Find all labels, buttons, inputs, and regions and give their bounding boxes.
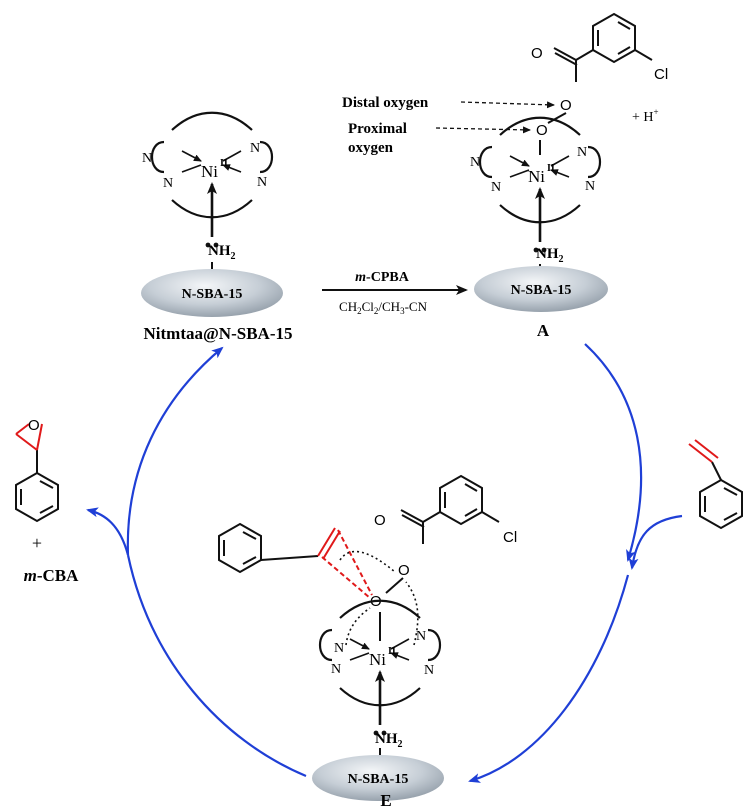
ligand-n-1: N	[142, 151, 152, 166]
intermediate-a-benzoyl	[553, 13, 653, 83]
distal-pointer	[460, 101, 555, 109]
ni-metal-e: Ni	[369, 650, 386, 669]
proximal-pointer	[435, 126, 531, 134]
support-ellipse-a	[474, 266, 608, 312]
styrene-in-transition	[218, 522, 396, 599]
solvent-part: Cl	[362, 299, 375, 314]
ligand-n-a1: N	[470, 155, 480, 170]
ni-oxidation-e: II	[388, 646, 396, 657]
ni-oxidation-a: II	[547, 163, 555, 174]
solvent-part: 2	[357, 306, 362, 316]
distal-oxygen-atom: O	[560, 97, 572, 114]
cycle-arrows	[86, 343, 683, 783]
ligand-n-e3: N	[416, 629, 426, 644]
carbonyl-oxygen-a: O	[531, 45, 543, 62]
amine-nh2-e: NH2	[375, 731, 403, 750]
support-ellipse-start	[141, 269, 283, 317]
cycle-arrow-regeneration	[126, 346, 224, 556]
intermediate-e-benzoyl	[400, 475, 500, 545]
solvent-part: 3	[400, 306, 405, 316]
ligand-n-4: N	[257, 175, 267, 190]
ligand-n-e1: N	[334, 641, 344, 656]
solvent-part: 2	[374, 306, 379, 316]
proton-label: + H+	[632, 107, 659, 125]
intermediate-e-label: E	[380, 791, 391, 809]
proximal-label-line2: oxygen	[348, 140, 394, 156]
ni-metal: Ni	[201, 162, 218, 181]
cycle-arrow-e-to-products	[126, 554, 307, 778]
ligand-n-a3: N	[577, 145, 587, 160]
styrene-oxide-molecule	[15, 423, 59, 523]
ligand-n-e4: N	[424, 663, 434, 678]
mcba-label: m-CBA	[24, 566, 80, 585]
cycle-arrow-to-e	[468, 574, 630, 783]
plus-sign: +	[32, 533, 42, 553]
cycle-arrow-a-to-e-outer	[584, 343, 643, 562]
carbonyl-oxygen-e: O	[374, 512, 386, 529]
ligand-n-3: N	[250, 141, 260, 156]
amine-nh2: NH2	[208, 243, 236, 262]
ligand-n-2: N	[163, 176, 173, 191]
peroxo-oxygen-e: O	[398, 562, 410, 579]
ligand-n-e2: N	[331, 662, 341, 677]
styrene-molecule	[688, 439, 743, 530]
ligand-n-a2: N	[491, 180, 501, 195]
product-release-arrow	[86, 507, 130, 556]
ligand-n-a4: N	[585, 179, 595, 194]
ni-oxidation-state: II	[220, 158, 228, 169]
chloro-a: Cl	[654, 66, 668, 83]
ni-metal-a: Ni	[528, 167, 545, 186]
solvent-part: CH	[339, 299, 357, 314]
proximal-oxygen-atom: O	[536, 122, 548, 139]
support-label-a: N-SBA-15	[511, 283, 572, 298]
catalyst-name: Nitmtaa@N-SBA-15	[144, 324, 293, 343]
starting-catalyst-labels: Ni II N N N N NH2	[142, 141, 267, 270]
proximal-label-line1: Proximal	[348, 121, 407, 137]
solvent-label: CH2Cl2/CH3-CN	[339, 299, 428, 316]
intermediate-a-label: A	[537, 321, 550, 340]
epoxide-oxygen: O	[28, 417, 40, 434]
chloro-e: Cl	[503, 529, 517, 546]
solvent-part: /CH	[378, 299, 400, 314]
support-label-e: N-SBA-15	[348, 772, 409, 787]
support-label-start: N-SBA-15	[182, 287, 243, 302]
distal-oxygen-label: Distal oxygen	[342, 95, 429, 111]
styrene-entry-arrow	[628, 514, 683, 570]
support-ellipse-e	[312, 755, 444, 801]
reagent-label: m-CPBA	[355, 270, 410, 285]
amine-nh2-a: NH2	[536, 246, 564, 265]
solvent-part: -CN	[405, 299, 428, 314]
